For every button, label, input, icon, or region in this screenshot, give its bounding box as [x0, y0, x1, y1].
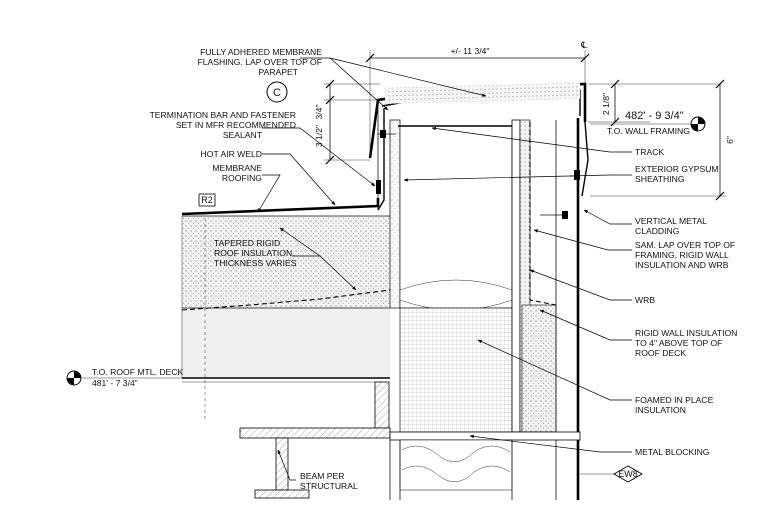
dimensions: +/- 11 3/4" 3/4" 3 1/2" 2 1/8" 6"	[314, 46, 735, 201]
note-line: FRAMING, RIGID WALL	[635, 250, 729, 260]
note-membrane-roofing: MEMBRANE ROOFING	[212, 163, 262, 183]
roof-type-label: R2	[201, 195, 213, 205]
note-line: MEMBRANE	[212, 163, 262, 173]
note-wrb: WRB	[635, 295, 655, 305]
dim-6: 6"	[725, 136, 735, 144]
note-line: SET IN MFR RECOMMENDED	[176, 120, 296, 130]
note-line: RIGID WALL INSULATION	[635, 328, 737, 338]
note-line: STRUCTURAL	[300, 481, 358, 491]
note-line: ROOFING	[222, 173, 262, 183]
note-metal-blocking: METAL BLOCKING	[635, 447, 710, 457]
note-line: INSULATION	[635, 405, 686, 415]
note-line: TERMINATION BAR AND FASTENER	[150, 110, 296, 120]
batt-insulation	[399, 439, 513, 491]
roof-insulation-lower	[182, 308, 390, 378]
note-line: SAM. LAP OVER TOP OF	[635, 240, 735, 250]
note-line: ROOF INSULATION.	[214, 248, 295, 258]
roof-deck-elevation: 481' - 7 3/4"	[92, 378, 138, 388]
note-foamed-insulation: FOAMED IN PLACE INSULATION	[635, 395, 714, 415]
roof-type-tag: R2	[198, 193, 216, 207]
elevation-target-icon	[690, 116, 706, 132]
beam-structure	[182, 212, 391, 499]
note-line: TRACK	[635, 147, 664, 157]
note-line: PARAPET	[259, 67, 299, 77]
beam-flange	[239, 427, 391, 439]
dim-2-1-8: 2 1/8"	[601, 93, 611, 115]
stud-cavity	[399, 125, 513, 309]
parapet-wall	[389, 118, 581, 500]
note-line: INSULATION AND WRB	[635, 260, 729, 270]
elevation-target-icon	[66, 370, 82, 386]
wall-type-label: EW8	[618, 469, 638, 479]
note-line: FULLY ADHERED MEMBRANE	[200, 47, 322, 57]
note-line: ROOF DECK	[635, 348, 686, 358]
note-line: SHEATHING	[635, 174, 685, 184]
note-track: TRACK	[635, 147, 664, 157]
roof-deck-label: T.O. ROOF MTL. DECK	[92, 367, 183, 377]
note-line: METAL BLOCKING	[635, 447, 710, 457]
fastener-cladding	[562, 211, 568, 219]
wall-framing-label: T.O. WALL FRAMING	[607, 126, 690, 136]
tapered-insulation-fill	[182, 216, 390, 308]
dim-3-1-2: 3 1/2"	[314, 125, 324, 147]
fastener-upper	[380, 130, 386, 138]
beam-bottom-flange	[254, 489, 310, 499]
beam-web	[275, 437, 289, 491]
foamed-insulation	[399, 307, 513, 433]
coping-flashing	[368, 82, 589, 219]
note-line: TO 4" ABOVE TOP OF	[635, 338, 722, 348]
dim-3-4: 3/4"	[314, 105, 324, 120]
note-line: THICKNESS VARIES	[214, 258, 297, 268]
note-line: FLASHING. LAP OVER TOP OF	[198, 57, 323, 67]
termination-bar	[376, 180, 381, 194]
note-termination-bar: TERMINATION BAR AND FASTENER SET IN MFR …	[150, 110, 296, 140]
note-line: WRB	[635, 295, 655, 305]
elevation-wall-framing: 482' - 9 3/4" T.O. WALL FRAMING	[590, 110, 706, 136]
rigid-wall-insulation	[521, 304, 557, 433]
wall-framing-elevation: 482' - 9 3/4"	[625, 110, 684, 122]
note-line: TAPERED RIGID	[214, 238, 280, 248]
note-exterior-gypsum: EXTERIOR GYPSUM SHEATHING	[635, 164, 719, 184]
grid-bubble-label: C	[273, 87, 281, 99]
note-line: FOAMED IN PLACE	[635, 395, 714, 405]
note-hot-air-weld: HOT AIR WELD	[201, 149, 262, 159]
elevation-roof-deck: T.O. ROOF MTL. DECK 481' - 7 3/4"	[66, 367, 183, 388]
note-line: CLADDING	[635, 226, 680, 236]
centerline-label: ℄	[580, 40, 587, 50]
note-sam-lap: SAM. LAP OVER TOP OF FRAMING, RIGID WALL…	[635, 240, 735, 270]
dim-width-top: +/- 11 3/4"	[451, 46, 490, 56]
note-beam: BEAM PER STRUCTURAL	[300, 471, 358, 491]
coping-sheathing	[385, 82, 580, 104]
roof-assembly	[181, 198, 391, 379]
fastener-clip	[574, 170, 580, 180]
note-line: BEAM PER	[300, 471, 344, 481]
note-vertical-cladding: VERTICAL METAL CLADDING	[635, 216, 707, 236]
note-line: HOT AIR WELD	[201, 149, 262, 159]
steel-angle	[374, 381, 390, 429]
note-line: VERTICAL METAL	[635, 216, 707, 226]
note-membrane-flashing: FULLY ADHERED MEMBRANE FLASHING. LAP OVE…	[198, 47, 323, 77]
note-tapered-insulation: TAPERED RIGID ROOF INSULATION. THICKNESS…	[214, 238, 297, 268]
metal-blocking	[389, 431, 581, 441]
wall-type-tag: EW8	[580, 465, 643, 483]
note-rigid-wall-insulation: RIGID WALL INSULATION TO 4" ABOVE TOP OF…	[635, 328, 737, 358]
centerline-symbol: ℄	[580, 40, 587, 50]
note-line: EXTERIOR GYPSUM	[635, 164, 719, 174]
grid-bubble: C	[266, 81, 288, 103]
note-line: SEALANT	[223, 130, 263, 140]
stud	[511, 119, 521, 433]
interior-sheathing	[389, 119, 401, 309]
leaders	[257, 57, 632, 481]
